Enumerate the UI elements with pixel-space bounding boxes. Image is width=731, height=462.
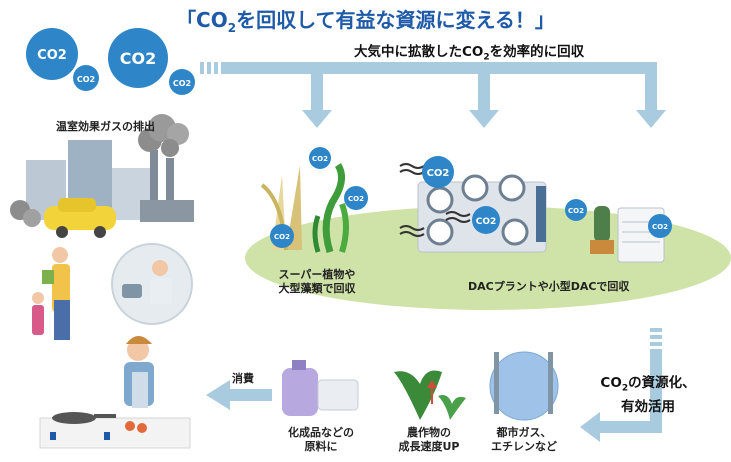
chemicals-illustration <box>282 360 359 416</box>
co2-cloud: CO2 <box>344 186 368 210</box>
svg-text:CO2: CO2 <box>37 48 67 63</box>
svg-text:CO2: CO2 <box>652 223 668 231</box>
co2-cloud: CO2 <box>169 69 195 95</box>
diagram-title: 「CO2を回収して有益な資源に変える！」 <box>176 8 555 35</box>
svg-text:CO2: CO2 <box>120 49 156 68</box>
svg-text:CO2: CO2 <box>77 75 95 84</box>
co2-cloud: CO2 <box>648 214 672 238</box>
use-label-chemicals: 化成品などの原料に <box>288 426 354 453</box>
dac-label: DACプラントや小型DACで回収 <box>468 280 630 293</box>
factory-illustration <box>10 114 194 238</box>
people-illustration <box>32 243 193 340</box>
svg-text:CO2: CO2 <box>568 207 584 215</box>
co2-cloud: CO2 <box>270 224 294 248</box>
resource-label: CO2の資源化、 有効活用 <box>600 375 696 415</box>
emission-label: 温室効果ガスの排出 <box>56 120 155 133</box>
consume-label: 消費 <box>232 372 254 385</box>
use-label-crops: 農作物の成長速度UP <box>398 426 460 453</box>
svg-text:CO2: CO2 <box>173 79 191 88</box>
consume-arrow <box>206 380 272 410</box>
use-label-gas: 都市ガス、エチレンなど <box>491 426 557 453</box>
svg-text:CO2: CO2 <box>312 155 328 163</box>
gas-tank-illustration <box>489 351 559 421</box>
svg-text:CO2: CO2 <box>274 233 290 241</box>
co2-cloud: CO2 <box>309 147 331 169</box>
cooking-illustration <box>39 336 191 449</box>
svg-text:CO2: CO2 <box>476 217 497 227</box>
resource-arrow <box>580 328 662 442</box>
plants-label: スーパー植物や大型藻類で回収 <box>278 268 356 295</box>
crops-illustration <box>394 370 466 420</box>
collect-arrow <box>200 62 666 128</box>
co2-cloud: CO2 <box>472 206 500 234</box>
co2-cloud: CO2 <box>108 28 168 88</box>
svg-text:CO2: CO2 <box>348 195 364 203</box>
svg-text:CO2: CO2 <box>427 168 450 179</box>
co2-cloud: CO2 <box>422 156 454 188</box>
co2-cloud: CO2 <box>73 65 99 91</box>
co2-cloud: CO2 <box>26 28 78 80</box>
top-collect-label: 大気中に拡散したCO2を効率的に回収 <box>354 44 585 63</box>
co2-cloud: CO2 <box>565 199 587 221</box>
